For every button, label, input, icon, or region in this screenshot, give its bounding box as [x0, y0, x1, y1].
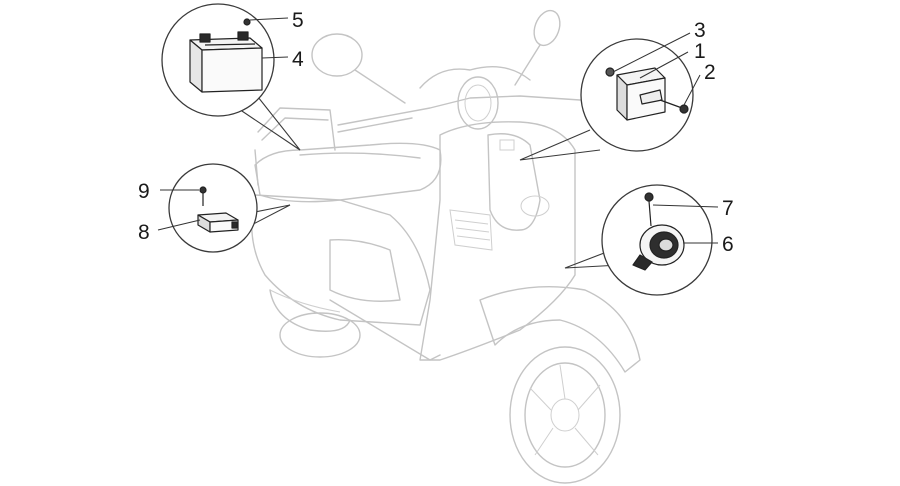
scooter-outline — [251, 9, 641, 484]
leg-shield — [419, 121, 576, 361]
callout-numbers: 5 4 3 1 2 7 6 9 8 — [138, 9, 734, 256]
handlebar — [337, 95, 581, 126]
left-mirror — [311, 33, 363, 77]
relay-callout — [519, 38, 694, 161]
battery-callout — [161, 3, 301, 151]
headlight — [457, 76, 499, 130]
module-part — [197, 212, 239, 233]
leader-lines — [157, 17, 719, 244]
horn-part — [632, 224, 685, 271]
rear-body — [251, 194, 431, 326]
rear-rack — [257, 107, 336, 151]
callout-number-5: 5 — [292, 9, 304, 32]
callout-number-9: 9 — [138, 180, 150, 203]
right-mirror — [533, 9, 561, 47]
left-mirror-stem — [354, 69, 406, 104]
callout-number-6: 6 — [722, 233, 734, 256]
callout-number-3: 3 — [694, 19, 706, 42]
module-callout — [168, 163, 291, 253]
callout-number-8: 8 — [138, 221, 150, 244]
callout-number-2: 2 — [704, 61, 716, 84]
right-mirror-stem — [514, 44, 541, 86]
battery-terminal-screw-part — [243, 18, 251, 26]
seat — [254, 142, 442, 203]
front-fender — [479, 285, 641, 373]
relay-nut-part — [605, 67, 615, 77]
relay-part — [616, 67, 666, 121]
callout-number-7: 7 — [722, 197, 734, 220]
callout-number-4: 4 — [292, 48, 304, 71]
front-wheel — [509, 346, 621, 484]
horn-bolt-part — [644, 192, 654, 227]
battery-part — [189, 31, 263, 93]
module-screw-part — [199, 186, 207, 206]
horn-callout — [564, 184, 713, 296]
callout-number-1: 1 — [694, 40, 706, 63]
